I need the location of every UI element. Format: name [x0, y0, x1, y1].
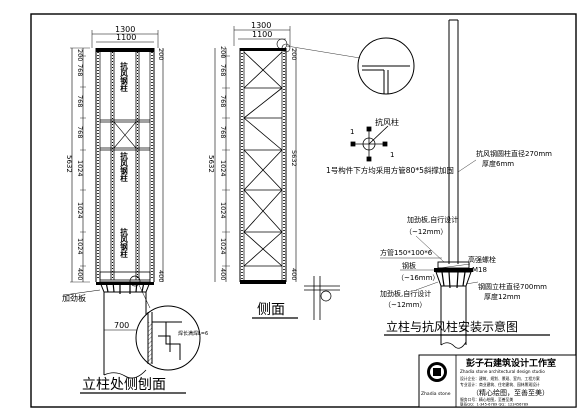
studio-english-name: Zhadia stone architectural design studio	[460, 369, 545, 374]
title-desc-2: 专业设计：商业建筑、住宅建筑、园林景观设计	[460, 382, 540, 387]
square-tube-label: 方管150*100*6	[380, 248, 433, 257]
dim-1100-mid: 1100	[252, 30, 272, 39]
title-contact: 联系QQ：1-345-6789 QQ：123456789	[460, 402, 529, 407]
sheet-border	[30, 13, 577, 408]
m18-label: M18	[472, 266, 487, 274]
stiffener-self-design-bottom: 加劲板,自行设计	[380, 289, 431, 298]
brace-member-note: 1号构件下方均采用方管80*5斜撑加固	[326, 165, 454, 175]
title-slogan: （精心绘图，至善至美）	[472, 388, 549, 397]
wind-column-label-lower: 抗风钢柱	[119, 227, 128, 259]
dim-200-mid-right: 200	[290, 48, 298, 60]
dim-400-mid-right: 400	[290, 268, 298, 280]
dim-1300-mid: 1300	[251, 21, 271, 30]
stiffener-plate-label: 加劲板	[62, 293, 86, 303]
dim-1024-mid-3: 1024	[219, 238, 227, 255]
studio-name: 彭子石建筑设计工作室	[466, 357, 556, 369]
wind-column-label-mid: 抗风钢柱	[119, 151, 128, 184]
dim-768-mid-1: 768	[219, 64, 227, 76]
dim-1300-left: 1300	[115, 25, 135, 34]
title-desc-1: 设计企业：建筑、规划、景观、室内、工程方案	[460, 376, 540, 381]
dim-1024-left-1: 1024	[76, 160, 84, 177]
node-number-right: 1	[390, 151, 394, 159]
dim-200-left-right: 200	[157, 48, 165, 60]
logo-text: Zhadia stone	[421, 391, 451, 397]
stiffener-self-design-top: 加劲板,自行设计	[407, 215, 458, 224]
wind-pipe-diameter: 抗风钢圆柱直径270mm	[476, 149, 552, 158]
middle-view-title: 侧面	[257, 302, 285, 318]
dim-200-mid-top: 200	[219, 46, 227, 58]
right-view: 抗风柱 1 1 1号构件下方均采用方管80*5斜撑加固 抗风钢圆柱直径270mm…	[276, 19, 552, 349]
install-diagram-title: 立柱与抗风柱安装示意图	[386, 319, 518, 334]
dim-768-mid-2: 768	[219, 95, 227, 107]
dim-768-left-1: 768	[76, 64, 84, 76]
dim-16mm: （~16mm）	[397, 274, 439, 282]
dim-1100-left: 1100	[116, 33, 136, 42]
wind-column-label-upper: 抗风钢柱	[119, 61, 128, 94]
dim-768-mid-3: 768	[219, 126, 227, 138]
wind-column-callout: 抗风柱	[375, 117, 399, 127]
weld-note: 焊长满焊L=6	[178, 330, 208, 337]
dim-400-left-right: 400	[157, 270, 165, 282]
dim-400-mid: 400	[219, 268, 227, 280]
dim-700: 700	[114, 321, 129, 330]
dim-5632-mid: 5632	[207, 155, 215, 173]
dim-768-left-3: 768	[76, 126, 84, 138]
dim-5632-mid-right: 5632	[290, 150, 298, 167]
dim-400-left: 400	[76, 268, 84, 280]
pipe-column-diameter: 钢圆立柱直径700mm	[478, 282, 547, 291]
pipe-column-thickness: 厚度12mm	[484, 292, 521, 301]
dim-1024-mid-1: 1024	[219, 160, 227, 177]
steel-plate-label: 钢板	[402, 261, 416, 270]
hs-bolt-label: 高强螺栓	[468, 255, 496, 264]
dim-768-left-2: 768	[76, 95, 84, 107]
dim-200-left-top: 200	[76, 49, 84, 61]
middle-view: 1300 1100	[207, 21, 340, 320]
dim-12mm-bottom: （~12mm）	[384, 301, 426, 309]
dim-1024-left-2: 1024	[76, 202, 84, 219]
wind-pipe-thickness: 厚度6mm	[482, 159, 514, 168]
title-block: Zhadia stone 彭子石建筑设计工作室 Zhadia stone arc…	[418, 354, 577, 408]
left-view-title: 立柱处侧刨面	[82, 377, 166, 393]
left-view: 1300 1100 抗风钢柱 抗风钢柱 抗风钢柱	[62, 25, 208, 394]
dim-12mm-top: （~12mm）	[405, 228, 447, 236]
dim-1024-mid-2: 1024	[219, 202, 227, 219]
title-desc-3: 服务口号：精心绘图，至善至美	[460, 397, 513, 402]
dim-5632-left: 5632	[65, 155, 73, 173]
dim-1024-left-3: 1024	[76, 238, 84, 255]
node-number-left: 1	[350, 128, 354, 136]
